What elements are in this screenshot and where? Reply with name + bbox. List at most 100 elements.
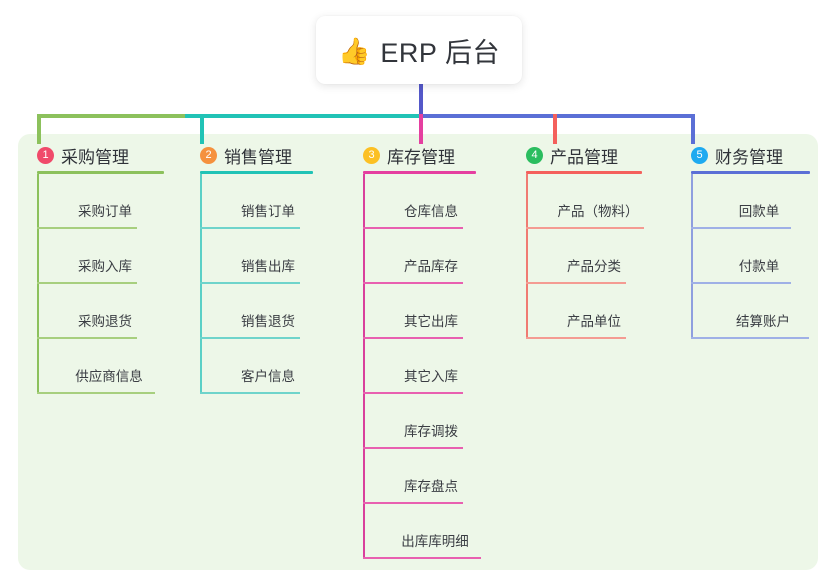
list-item[interactable]: 销售订单: [200, 174, 344, 229]
list-item-label: 产品（物料）: [557, 204, 639, 219]
drop-connector-2: [200, 114, 204, 144]
list-item[interactable]: 产品单位: [526, 284, 670, 339]
list-item[interactable]: 付款单: [691, 229, 835, 284]
list-item-rule: [526, 337, 626, 339]
branch-rule-5: [691, 171, 810, 174]
list-item-rule: [37, 227, 137, 229]
bus-segment-green: [37, 114, 185, 118]
list-item-label: 采购入库: [78, 259, 132, 274]
drop-connector-3: [419, 114, 423, 144]
branch-badge-5: 5: [691, 146, 708, 164]
list-item[interactable]: 出库库明细: [363, 504, 507, 559]
list-item-rule: [363, 557, 481, 559]
list-item-label: 库存调拨: [404, 424, 458, 439]
list-item[interactable]: 产品库存: [363, 229, 507, 284]
branch-rule-4: [526, 171, 642, 174]
branch-title-1: 采购管理: [61, 147, 129, 167]
list-item-rule: [37, 337, 137, 339]
branch-header-4[interactable]: 4 产品管理: [507, 143, 670, 167]
list-item[interactable]: 销售退货: [200, 284, 344, 339]
list-item-rule: [526, 282, 626, 284]
branch-header-3[interactable]: 3 库存管理: [344, 143, 507, 167]
list-item-rule: [691, 282, 791, 284]
branch-title-2: 销售管理: [224, 147, 292, 167]
branch-column-2[interactable]: 2 销售管理 销售订单 销售出库 销售退货 客户信息: [181, 143, 344, 394]
branch-badge-4: 4: [526, 146, 543, 164]
list-item-rule: [691, 337, 809, 339]
list-item-label: 出库库明细: [401, 534, 469, 549]
trunk-connector: [419, 84, 423, 118]
branch-spine-3: [363, 174, 365, 559]
list-item-rule: [37, 392, 155, 394]
list-item[interactable]: 结算账户: [691, 284, 835, 339]
list-item-label: 客户信息: [241, 369, 295, 384]
list-item-label: 仓库信息: [404, 204, 458, 219]
branch-header-1[interactable]: 1 采购管理: [18, 143, 181, 167]
list-item[interactable]: 销售出库: [200, 229, 344, 284]
list-item-label: 其它出库: [404, 314, 458, 329]
branch-spine-2: [200, 174, 202, 394]
list-item[interactable]: 库存调拨: [363, 394, 507, 449]
list-item[interactable]: 其它入库: [363, 339, 507, 394]
list-item-label: 采购退货: [78, 314, 132, 329]
list-item[interactable]: 库存盘点: [363, 449, 507, 504]
list-item[interactable]: 供应商信息: [37, 339, 181, 394]
branch-column-3[interactable]: 3 库存管理 仓库信息 产品库存 其它出库 其它入库 库存调拨: [344, 143, 507, 559]
branch-rule-2: [200, 171, 313, 174]
root-node-card[interactable]: 👍 ERP 后台: [316, 16, 522, 84]
list-item[interactable]: 采购入库: [37, 229, 181, 284]
diagram-panel: [18, 134, 818, 570]
list-item-label: 销售出库: [241, 259, 295, 274]
branch-spine-5: [691, 174, 693, 339]
list-item-label: 其它入库: [404, 369, 458, 384]
drop-connector-5: [691, 114, 695, 144]
branch-column-5[interactable]: 5 财务管理 回款单 付款单 结算账户: [672, 143, 835, 339]
list-item[interactable]: 回款单: [691, 174, 835, 229]
bus-segment-blue: [419, 114, 695, 118]
list-item[interactable]: 采购退货: [37, 284, 181, 339]
branch-items-1: 采购订单 采购入库 采购退货 供应商信息: [37, 174, 181, 394]
list-item[interactable]: 采购订单: [37, 174, 181, 229]
list-item-rule: [200, 282, 300, 284]
list-item-label: 销售退货: [241, 314, 295, 329]
list-item-rule: [200, 392, 300, 394]
list-item[interactable]: 产品分类: [526, 229, 670, 284]
list-item[interactable]: 其它出库: [363, 284, 507, 339]
thumbs-up-icon: 👍: [338, 36, 371, 66]
branch-header-2[interactable]: 2 销售管理: [181, 143, 344, 167]
list-item-label: 结算账户: [736, 314, 790, 329]
list-item-rule: [363, 282, 463, 284]
branch-rule-1: [37, 171, 164, 174]
drop-connector-1: [37, 114, 41, 144]
branch-badge-3: 3: [363, 146, 380, 164]
branch-badge-2: 2: [200, 146, 217, 164]
branch-column-1[interactable]: 1 采购管理 采购订单 采购入库 采购退货 供应商信息: [18, 143, 181, 394]
list-item-rule: [691, 227, 791, 229]
list-item[interactable]: 客户信息: [200, 339, 344, 394]
list-item-label: 供应商信息: [75, 369, 143, 384]
list-item[interactable]: 产品（物料）: [526, 174, 670, 229]
list-item-label: 付款单: [738, 259, 780, 274]
branch-rule-3: [363, 171, 476, 174]
branch-spine-4: [526, 174, 528, 339]
list-item-rule: [363, 392, 463, 394]
list-item-rule: [37, 282, 137, 284]
root-node-title: ERP 后台: [380, 37, 500, 68]
list-item-rule: [526, 227, 644, 229]
branch-title-4: 产品管理: [550, 147, 618, 167]
list-item-label: 产品库存: [404, 259, 458, 274]
list-item-rule: [363, 227, 463, 229]
branch-column-4[interactable]: 4 产品管理 产品（物料） 产品分类 产品单位: [507, 143, 670, 339]
list-item-label: 产品分类: [567, 259, 621, 274]
list-item-label: 采购订单: [78, 204, 132, 219]
list-item-label: 销售订单: [241, 204, 295, 219]
branch-items-3: 仓库信息 产品库存 其它出库 其它入库 库存调拨 库存盘点: [363, 174, 507, 559]
branch-spine-1: [37, 174, 39, 394]
list-item-label: 回款单: [738, 204, 780, 219]
list-item-rule: [363, 337, 463, 339]
branch-header-5[interactable]: 5 财务管理: [672, 143, 835, 167]
list-item[interactable]: 仓库信息: [363, 174, 507, 229]
list-item-rule: [363, 447, 463, 449]
list-item-label: 库存盘点: [404, 479, 458, 494]
